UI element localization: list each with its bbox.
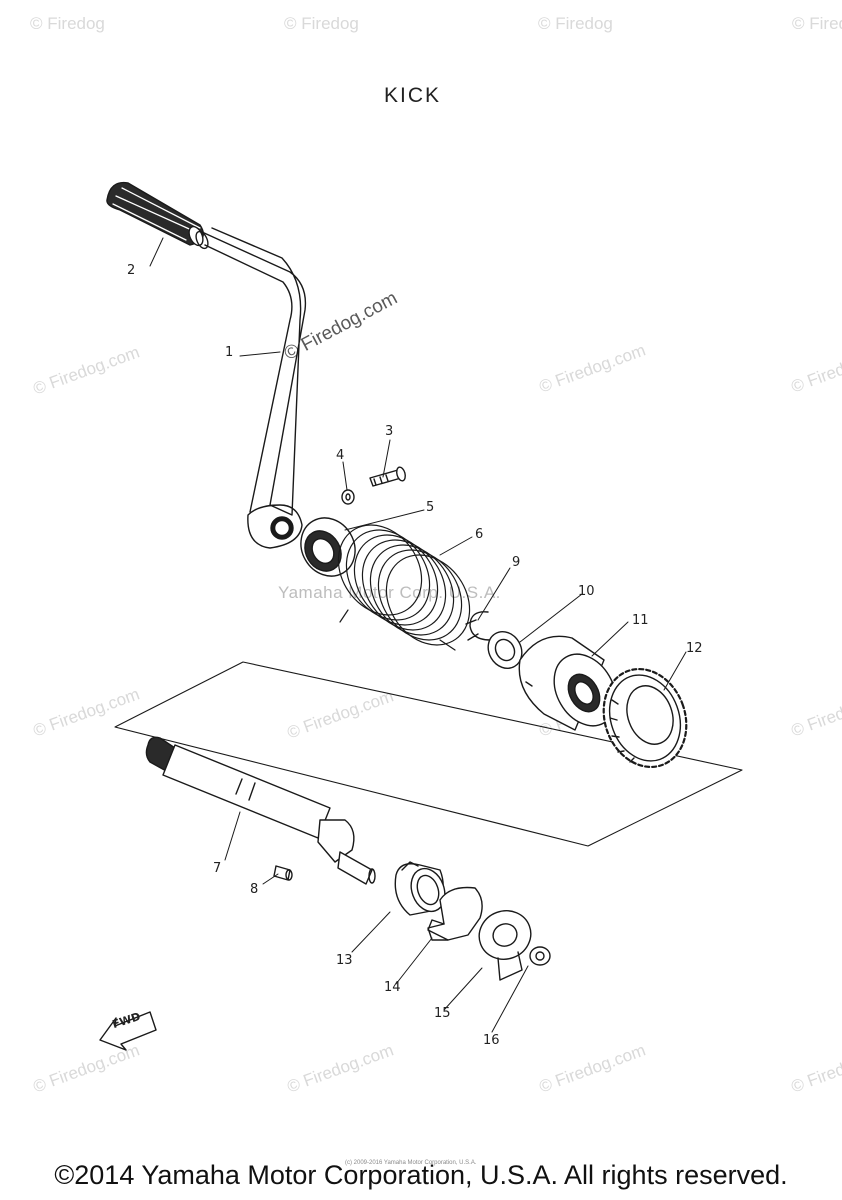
callout-7: 7: [213, 861, 222, 876]
thrust-washer: [487, 631, 523, 669]
callout-10: 10: [578, 584, 595, 599]
callout-14: 14: [384, 980, 401, 995]
callout-6: 6: [475, 527, 484, 542]
callout-9: 9: [512, 555, 521, 570]
circlip: [465, 611, 491, 641]
callout-11: 11: [632, 613, 649, 628]
pinch-bolt: [369, 466, 406, 487]
small-print: (c) 2009-2016 Yamaha Motor Corporation, …: [345, 1160, 477, 1166]
torsion-spring: [337, 524, 471, 651]
kick-idle-gear: [602, 667, 688, 769]
ratchet-wheel: [394, 861, 446, 916]
callout-13: 13: [336, 953, 353, 968]
fwd-arrow: [99, 1011, 157, 1051]
callout-3: 3: [385, 424, 394, 439]
washer: [341, 489, 355, 505]
callout-12: 12: [686, 641, 703, 656]
callout-16: 16: [483, 1033, 500, 1048]
watermark: © Firedog: [538, 14, 613, 33]
ratchet-guide: [427, 886, 483, 941]
kick-grip: [106, 181, 204, 247]
watermark: © Firedog: [792, 14, 842, 33]
kick-idle-spacer: [518, 635, 617, 731]
kick-crank-lever: [195, 227, 307, 549]
callout-4: 4: [336, 448, 345, 463]
callout-8: 8: [250, 882, 259, 897]
assembly-frame: [114, 661, 743, 847]
callout-15: 15: [434, 1006, 451, 1021]
callout-1: 1: [225, 345, 234, 360]
dowel-pin: [273, 865, 293, 881]
watermark: © Firedog: [30, 14, 105, 33]
leader-lines: [149, 237, 687, 1033]
copyright-notice: ©2014 Yamaha Motor Corporation, U.S.A. A…: [54, 1160, 788, 1190]
callout-5: 5: [426, 500, 435, 515]
callout-2: 2: [127, 263, 136, 278]
watermark: © Firedog: [284, 14, 359, 33]
spring-guide-plate: [478, 910, 532, 981]
shaft-washer: [529, 946, 551, 966]
oil-seal: [300, 517, 356, 577]
kick-shaft: [145, 736, 376, 885]
diagram-title: KICK: [384, 84, 442, 107]
